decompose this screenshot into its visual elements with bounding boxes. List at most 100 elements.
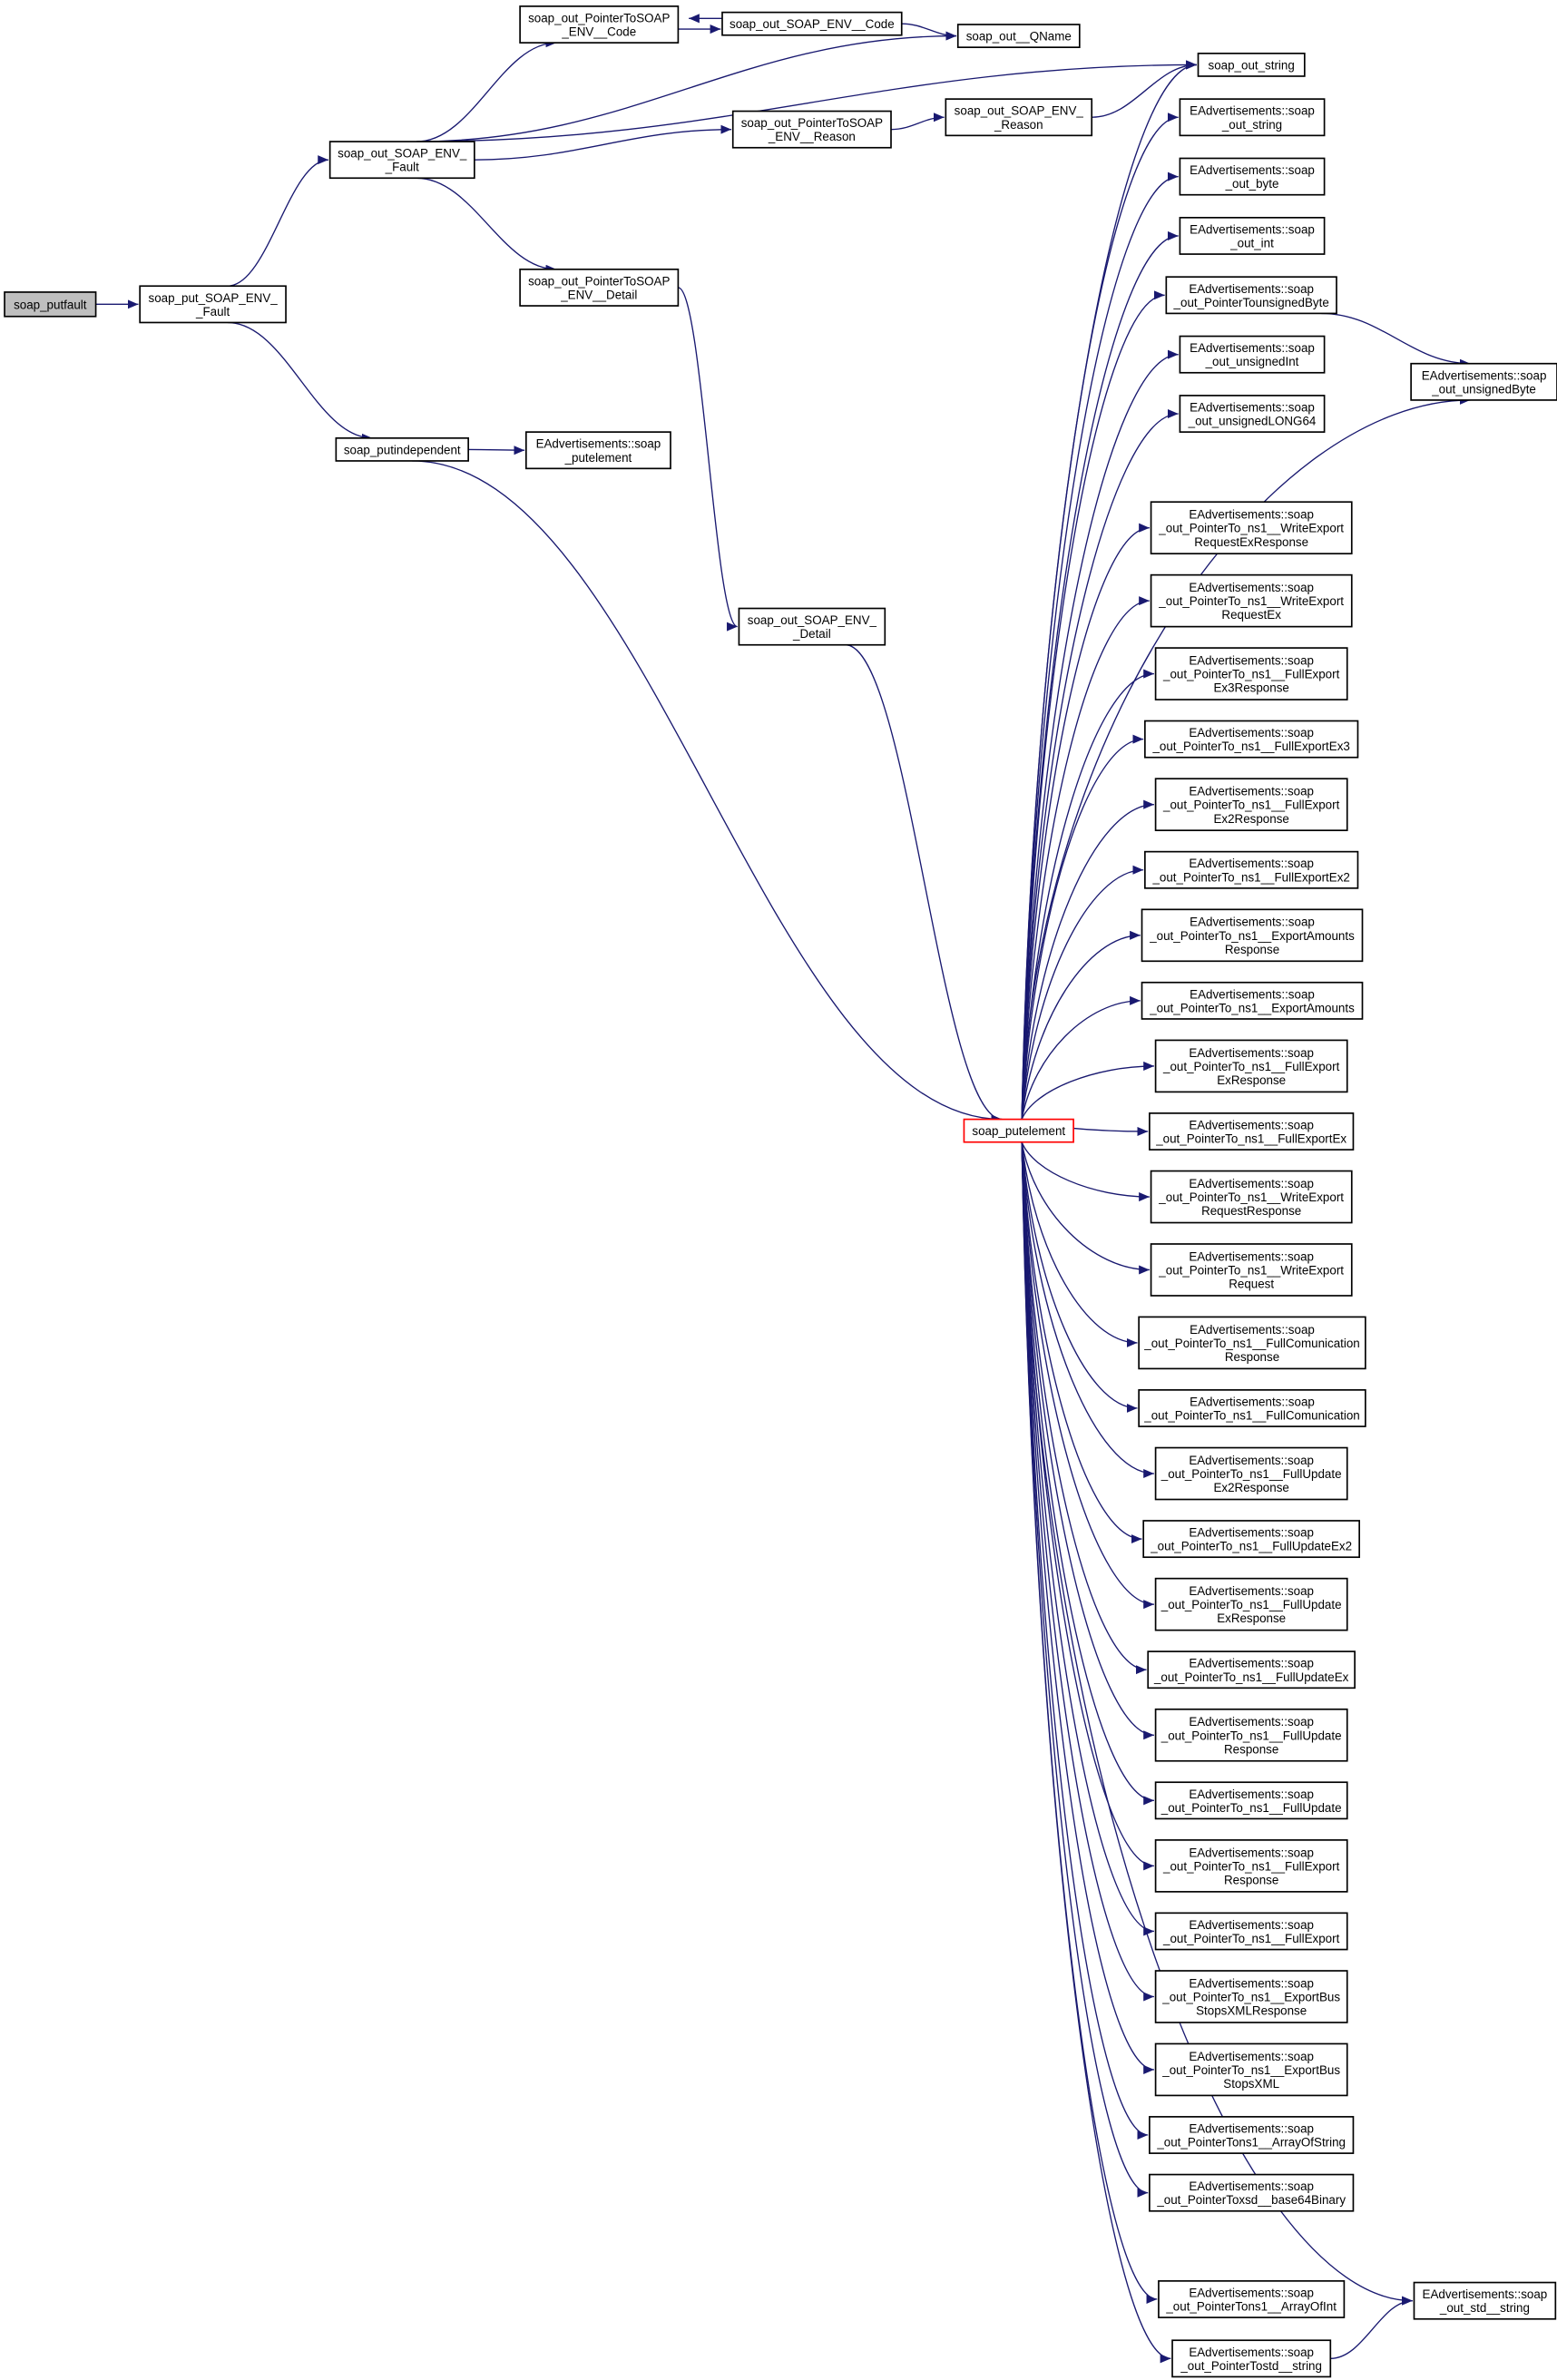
node-qname[interactable]: soap_out__QName bbox=[956, 24, 1081, 48]
node-label: EAdvertisements::soap bbox=[1189, 1118, 1314, 1131]
node-box bbox=[1154, 1839, 1348, 1893]
node-n12[interactable]: EAdvertisements::soap_out_PointerTo_ns1_… bbox=[1150, 1243, 1353, 1297]
edge-putelement-to-n28 bbox=[1021, 1141, 1171, 2364]
node-n3[interactable]: EAdvertisements::soap_out_PointerTo_ns1_… bbox=[1154, 647, 1348, 700]
edge-putelement-to-n24 bbox=[1021, 1141, 1154, 2074]
node-box bbox=[519, 5, 680, 44]
node-ea-byte[interactable]: EAdvertisements::soap_out_byte bbox=[1179, 157, 1326, 196]
node-n10[interactable]: EAdvertisements::soap_out_PointerTo_ns1_… bbox=[1149, 1112, 1355, 1151]
edge-putelement-to-n25 bbox=[1021, 1141, 1149, 2140]
node-putfault[interactable]: soap_putfault bbox=[4, 291, 97, 318]
node-ea-ulong64[interactable]: EAdvertisements::soap_out_unsignedLONG64 bbox=[1179, 395, 1326, 433]
node-put-fault[interactable]: soap_put_SOAP_ENV__Fault bbox=[139, 285, 287, 324]
node-label: soap_putindependent bbox=[344, 443, 461, 456]
node-label: _out_PointerTo_ns1__ExportAmounts bbox=[1149, 929, 1355, 943]
node-box bbox=[1154, 1577, 1348, 1631]
node-n28[interactable]: EAdvertisements::soap_out_PointerTostd__… bbox=[1171, 2339, 1332, 2378]
node-ptr-code[interactable]: soap_out_PointerToSOAP_ENV__Code bbox=[519, 5, 680, 44]
edge-code-to-qname bbox=[901, 23, 957, 41]
node-putindependent[interactable]: soap_putindependent bbox=[335, 436, 469, 462]
node-n25[interactable]: EAdvertisements::soap_out_PointerTons1__… bbox=[1149, 2116, 1355, 2154]
edge-out-fault-to-qname bbox=[416, 31, 957, 142]
edge-detail-to-putelement bbox=[845, 644, 1003, 1124]
node-label: EAdvertisements::soap bbox=[1190, 1395, 1315, 1408]
node-n27[interactable]: EAdvertisements::soap_out_PointerTons1__… bbox=[1158, 2280, 1346, 2318]
node-label: _out_PointerTo_ns1__WriteExport bbox=[1158, 594, 1344, 608]
node-n1[interactable]: EAdvertisements::soap_out_PointerTo_ns1_… bbox=[1150, 501, 1353, 555]
node-ea-std-string[interactable]: EAdvertisements::soap_out_std__string bbox=[1413, 2281, 1557, 2320]
node-n21[interactable]: EAdvertisements::soap_out_PointerTo_ns1_… bbox=[1154, 1839, 1348, 1893]
node-label: StopsXML bbox=[1223, 2077, 1279, 2091]
node-label: EAdvertisements::soap bbox=[1189, 1526, 1314, 1540]
node-detail[interactable]: soap_out_SOAP_ENV__Detail bbox=[738, 607, 886, 646]
node-ptr-detail[interactable]: soap_out_PointerToSOAP_ENV__Detail bbox=[519, 268, 680, 307]
node-ea-putelement[interactable]: EAdvertisements::soap_putelement bbox=[524, 431, 671, 470]
node-n24[interactable]: EAdvertisements::soap_out_PointerTo_ns1_… bbox=[1154, 2042, 1348, 2097]
node-box bbox=[1179, 157, 1326, 196]
node-n9[interactable]: EAdvertisements::soap_out_PointerTo_ns1_… bbox=[1154, 1039, 1348, 1093]
node-n6[interactable]: EAdvertisements::soap_out_PointerTo_ns1_… bbox=[1144, 850, 1359, 889]
node-label: soap_out_PointerToSOAP bbox=[741, 116, 883, 130]
node-code[interactable]: soap_out_SOAP_ENV__Code bbox=[721, 11, 903, 36]
node-label: _out_PointerTons1__ArrayOfString bbox=[1156, 2136, 1346, 2150]
node-n13[interactable]: EAdvertisements::soap_out_PointerTo_ns1_… bbox=[1138, 1316, 1366, 1370]
edge-putelement-to-ea-string bbox=[1021, 113, 1179, 1120]
node-label: RequestEx bbox=[1221, 608, 1281, 622]
node-n15[interactable]: EAdvertisements::soap_out_PointerTo_ns1_… bbox=[1154, 1446, 1348, 1501]
node-putelement[interactable]: soap_putelement bbox=[963, 1118, 1074, 1143]
node-label: RequestResponse bbox=[1201, 1204, 1301, 1218]
node-label: _out_PointerTo_ns1__FullUpdate bbox=[1160, 1801, 1342, 1815]
edge-putelement-to-ea-ulong64 bbox=[1021, 409, 1179, 1120]
node-n23[interactable]: EAdvertisements::soap_out_PointerTo_ns1_… bbox=[1154, 1970, 1348, 2023]
node-box bbox=[1171, 2339, 1332, 2378]
edge-out-fault-to-ptr-code bbox=[416, 38, 557, 142]
node-box bbox=[1138, 1389, 1366, 1427]
edge-n28-to-ea-std-string bbox=[1330, 2296, 1413, 2360]
node-ea-string[interactable]: EAdvertisements::soap_out_string bbox=[1179, 98, 1326, 137]
node-n16[interactable]: EAdvertisements::soap_out_PointerTo_ns1_… bbox=[1142, 1520, 1360, 1559]
node-n18[interactable]: EAdvertisements::soap_out_PointerTo_ns1_… bbox=[1147, 1650, 1356, 1690]
node-ptr-reason[interactable]: soap_out_PointerToSOAP_ENV__Reason bbox=[731, 110, 892, 149]
node-label: EAdvertisements::soap bbox=[1189, 1454, 1314, 1467]
edge-putelement-to-n5 bbox=[1021, 799, 1154, 1120]
node-n20[interactable]: EAdvertisements::soap_out_PointerTo_ns1_… bbox=[1154, 1781, 1348, 1820]
node-box bbox=[1138, 1316, 1366, 1370]
node-n7[interactable]: EAdvertisements::soap_out_PointerTo_ns1_… bbox=[1141, 908, 1364, 963]
node-box bbox=[1144, 850, 1359, 889]
edge-putelement-to-n3 bbox=[1021, 669, 1154, 1120]
node-label: soap_putelement bbox=[972, 1124, 1065, 1138]
node-n11[interactable]: EAdvertisements::soap_out_PointerTo_ns1_… bbox=[1150, 1170, 1353, 1224]
node-out-fault[interactable]: soap_out_SOAP_ENV__Fault bbox=[328, 141, 475, 180]
node-out-string[interactable]: soap_out_string bbox=[1197, 53, 1306, 77]
edge-putelement-to-n2 bbox=[1021, 596, 1150, 1120]
node-n4[interactable]: EAdvertisements::soap_out_PointerTo_ns1_… bbox=[1144, 720, 1359, 759]
node-n22[interactable]: EAdvertisements::soap_out_PointerTo_ns1_… bbox=[1154, 1912, 1348, 1951]
node-label: EAdvertisements::soap bbox=[1189, 1918, 1314, 1932]
node-label: EAdvertisements::soap bbox=[1190, 401, 1315, 415]
edge-putelement-to-n19 bbox=[1021, 1141, 1154, 1740]
node-n19[interactable]: EAdvertisements::soap_out_PointerTo_ns1_… bbox=[1154, 1708, 1348, 1762]
node-label: _Fault bbox=[385, 161, 419, 174]
node-label: soap_out__QName bbox=[966, 30, 1072, 44]
node-n14[interactable]: EAdvertisements::soap_out_PointerTo_ns1_… bbox=[1138, 1389, 1366, 1427]
node-box bbox=[1154, 1912, 1348, 1951]
node-label: _out_PointerTo_ns1__WriteExport bbox=[1158, 1264, 1344, 1278]
node-label: _out_std__string bbox=[1439, 2301, 1530, 2315]
node-label: Request bbox=[1229, 1278, 1274, 1291]
node-n2[interactable]: EAdvertisements::soap_out_PointerTo_ns1_… bbox=[1150, 573, 1353, 628]
node-n17[interactable]: EAdvertisements::soap_out_PointerTo_ns1_… bbox=[1154, 1577, 1348, 1631]
node-label: soap_out_string bbox=[1209, 58, 1295, 72]
node-ea-ubyte[interactable]: EAdvertisements::soap_out_unsignedByte bbox=[1410, 362, 1557, 401]
node-reason[interactable]: soap_out_SOAP_ENV__Reason bbox=[945, 98, 1093, 137]
node-ea-uint[interactable]: EAdvertisements::soap_out_unsignedInt bbox=[1179, 335, 1326, 374]
edge-put-fault-to-putindependent bbox=[227, 321, 373, 443]
node-box bbox=[945, 98, 1093, 137]
node-label: EAdvertisements::soap bbox=[1189, 1846, 1314, 1859]
node-n26[interactable]: EAdvertisements::soap_out_PointerToxsd__… bbox=[1149, 2173, 1355, 2212]
node-ea-ptr-ubyte[interactable]: EAdvertisements::soap_out_PointerTounsig… bbox=[1165, 276, 1337, 315]
node-n8[interactable]: EAdvertisements::soap_out_PointerTo_ns1_… bbox=[1141, 981, 1364, 1020]
node-label: _out_PointerTo_ns1__FullExport bbox=[1162, 1060, 1340, 1073]
node-label: _out_PointerTo_ns1__FullUpdate bbox=[1160, 1598, 1342, 1611]
node-n5[interactable]: EAdvertisements::soap_out_PointerTo_ns1_… bbox=[1154, 778, 1348, 832]
node-ea-int[interactable]: EAdvertisements::soap_out_int bbox=[1179, 217, 1326, 255]
